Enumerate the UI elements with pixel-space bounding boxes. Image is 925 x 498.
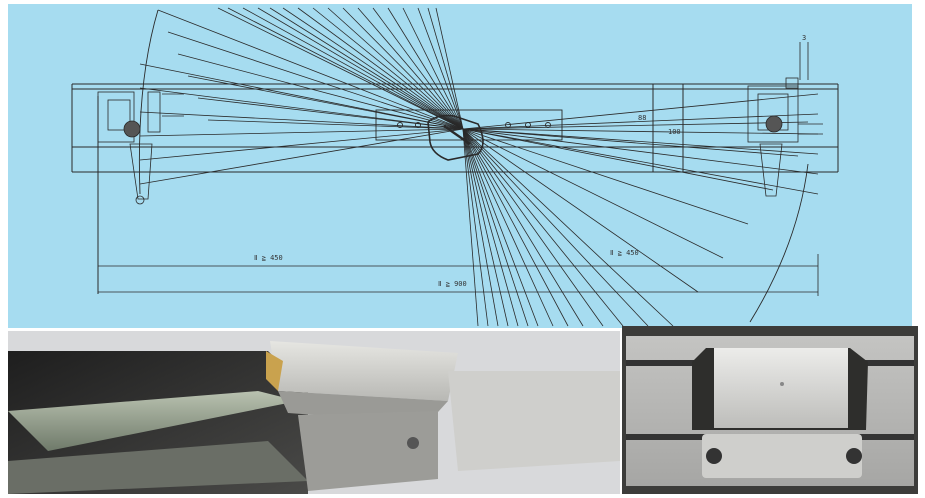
swing-ray: [462, 128, 499, 327]
photo-carriage-block: [622, 326, 918, 494]
swing-ray: [462, 128, 624, 327]
swing-ray: [462, 128, 489, 327]
swing-ray: [462, 128, 569, 327]
swing-ray: [342, 7, 464, 130]
swing-ray: [177, 53, 464, 130]
swing-arc-lower: [749, 163, 809, 323]
swing-ray: [157, 9, 464, 130]
swing-ray: [402, 7, 464, 130]
photo-profile-corner: [8, 331, 620, 494]
dimension-left-span: Ⅱ ≧ 450: [254, 254, 283, 262]
swing-ray: [139, 63, 464, 130]
swing-ray: [462, 128, 509, 327]
rail-assembly: [71, 83, 839, 294]
swing-ray: [462, 128, 519, 327]
swing-ray: [139, 87, 464, 130]
swing-ray: [462, 121, 809, 130]
swing-ray: [462, 128, 749, 225]
swing-ray: [282, 7, 464, 130]
swing-ray: [462, 128, 529, 327]
swing-ray: [462, 128, 819, 175]
swing-ray: [197, 97, 464, 130]
swing-ray: [139, 128, 464, 161]
dimension-height-large: 100: [668, 128, 681, 136]
dimension-right-span: Ⅱ ≧ 450: [610, 249, 639, 257]
swing-ray: [372, 7, 464, 130]
swing-ray: [435, 7, 464, 130]
swing-ray: [387, 7, 464, 130]
swing-ray: [462, 128, 699, 293]
swing-ray: [207, 119, 464, 130]
swing-ray: [462, 128, 649, 327]
swing-ray: [462, 128, 774, 191]
swing-ray: [462, 128, 584, 327]
center-carriage: [375, 109, 563, 161]
swing-ray: [139, 128, 464, 137]
swing-ray: [227, 7, 464, 130]
swing-ray: [462, 93, 819, 130]
swing-ray: [167, 31, 464, 130]
swing-ray: [462, 128, 479, 327]
swing-ray: [327, 7, 464, 130]
dimension-height-small: 88: [638, 114, 646, 122]
right-hinge-mechanism: [747, 42, 823, 197]
dimension-top-right: 3: [802, 34, 806, 42]
swing-arc-upper: [138, 9, 159, 195]
swing-ray: [462, 128, 539, 327]
swing-ray: [217, 7, 464, 130]
swing-ray: [297, 7, 464, 130]
dimension-total-span: Ⅱ ≧ 900: [438, 280, 467, 288]
dimension-lines: [98, 254, 819, 296]
swing-ray: [257, 7, 464, 130]
swing-ray: [462, 128, 604, 327]
swing-ray: [357, 7, 464, 130]
swing-ray: [139, 128, 464, 185]
swing-ray: [269, 7, 464, 130]
swing-ray: [462, 128, 674, 327]
swing-ray: [462, 128, 554, 327]
swing-ray: [427, 7, 464, 130]
drawing-svg: Ⅱ ≧ 450 Ⅱ ≧ 450 Ⅱ ≧ 900 88 100 3: [71, 7, 839, 327]
swing-ray: [312, 7, 464, 130]
swing-ray: [462, 128, 724, 259]
swing-ray: [462, 128, 819, 135]
left-hinge-mechanism: [97, 91, 184, 205]
swing-ray: [417, 7, 464, 130]
swing-ray: [139, 111, 464, 130]
swing-ray-fan: [139, 7, 819, 327]
swing-ray: [462, 113, 819, 130]
swing-ray: [242, 7, 464, 130]
swing-ray: [462, 128, 799, 157]
swing-ray: [462, 128, 819, 155]
technical-drawing: Ⅱ ≧ 450 Ⅱ ≧ 450 Ⅱ ≧ 900 88 100 3: [8, 4, 912, 328]
